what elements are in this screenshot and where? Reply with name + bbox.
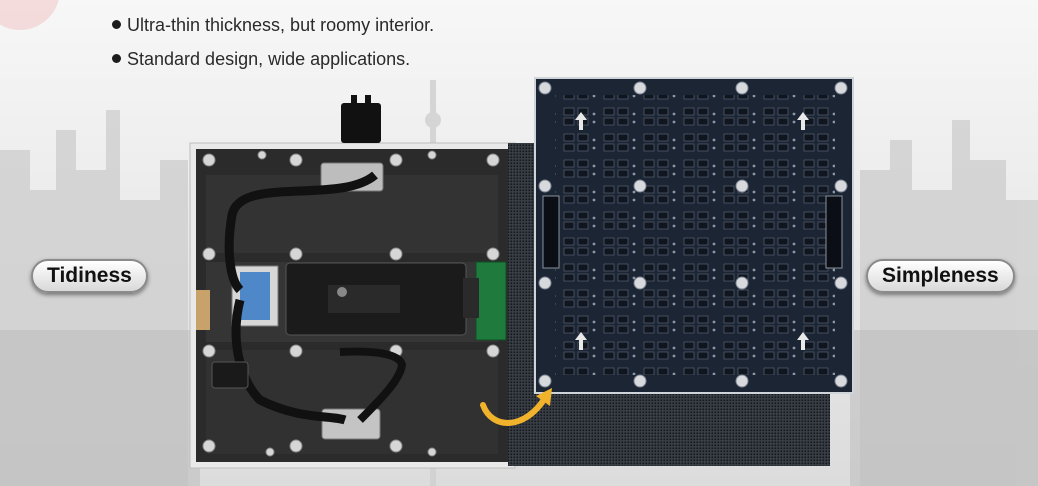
feature-text: Standard design, wide applications. xyxy=(127,49,411,69)
feature-list: Ultra-thin thickness, but roomy interior… xyxy=(112,8,434,76)
bullet-icon xyxy=(112,54,121,63)
cabinet-back xyxy=(189,95,516,469)
pcb-module xyxy=(534,77,854,394)
feature-item: Ultra-thin thickness, but roomy interior… xyxy=(112,8,434,42)
tidiness-label: Tidiness xyxy=(31,259,148,293)
feature-text: Ultra-thin thickness, but roomy interior… xyxy=(127,15,435,35)
transition-arrow-icon xyxy=(480,388,552,426)
feature-item: Standard design, wide applications. xyxy=(112,42,434,76)
bullet-icon xyxy=(112,20,121,29)
simpleness-label: Simpleness xyxy=(866,259,1015,293)
